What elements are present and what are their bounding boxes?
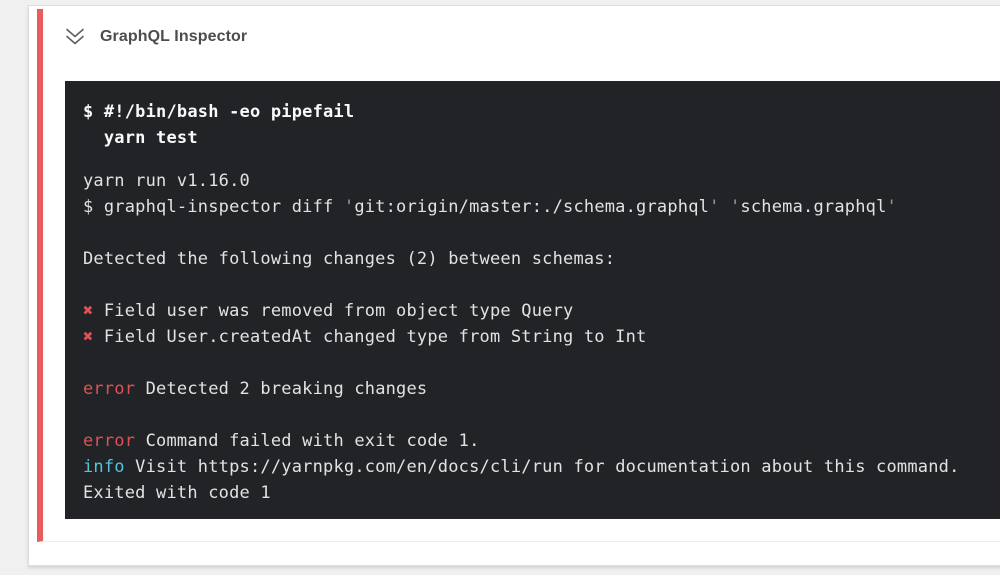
- double-chevron-down-icon[interactable]: [63, 27, 87, 47]
- step-panel: GraphQL Inspector $ #!/bin/bash -eo pipe…: [37, 9, 1000, 542]
- terminal-line: yarn run v1.16.0: [83, 171, 250, 191]
- terminal-line: Detected the following changes (2) betwe…: [83, 249, 616, 269]
- build-step-card: GraphQL Inspector $ #!/bin/bash -eo pipe…: [28, 5, 1000, 566]
- terminal-line: Exited with code 1: [83, 483, 271, 503]
- terminal-line: [83, 402, 1000, 428]
- terminal-line: info Visit https://yarnpkg.com/en/docs/c…: [83, 457, 960, 477]
- terminal-line: yarn test: [83, 128, 198, 148]
- terminal-line: ✖ Field user was removed from object typ…: [83, 301, 574, 321]
- terminal-line: ✖ Field User.createdAt changed type from…: [83, 327, 647, 347]
- terminal-line: [83, 272, 1000, 298]
- terminal-line: error Detected 2 breaking changes: [83, 379, 428, 399]
- terminal-line: [83, 220, 1000, 246]
- terminal-output: $ #!/bin/bash -eo pipefail yarn test yar…: [65, 81, 1000, 519]
- command-block: $ #!/bin/bash -eo pipefail yarn test: [83, 99, 1000, 151]
- output-block: yarn run v1.16.0 $ graphql-inspector diff…: [83, 168, 1000, 506]
- terminal-line: $ #!/bin/bash -eo pipefail: [83, 102, 355, 122]
- step-header[interactable]: GraphQL Inspector: [43, 9, 1000, 47]
- terminal-line: error Command failed with exit code 1.: [83, 431, 480, 451]
- step-title: GraphQL Inspector: [100, 28, 248, 45]
- terminal-line: $ graphql-inspector diff 'git:origin/mas…: [83, 197, 897, 217]
- terminal-line: [83, 350, 1000, 376]
